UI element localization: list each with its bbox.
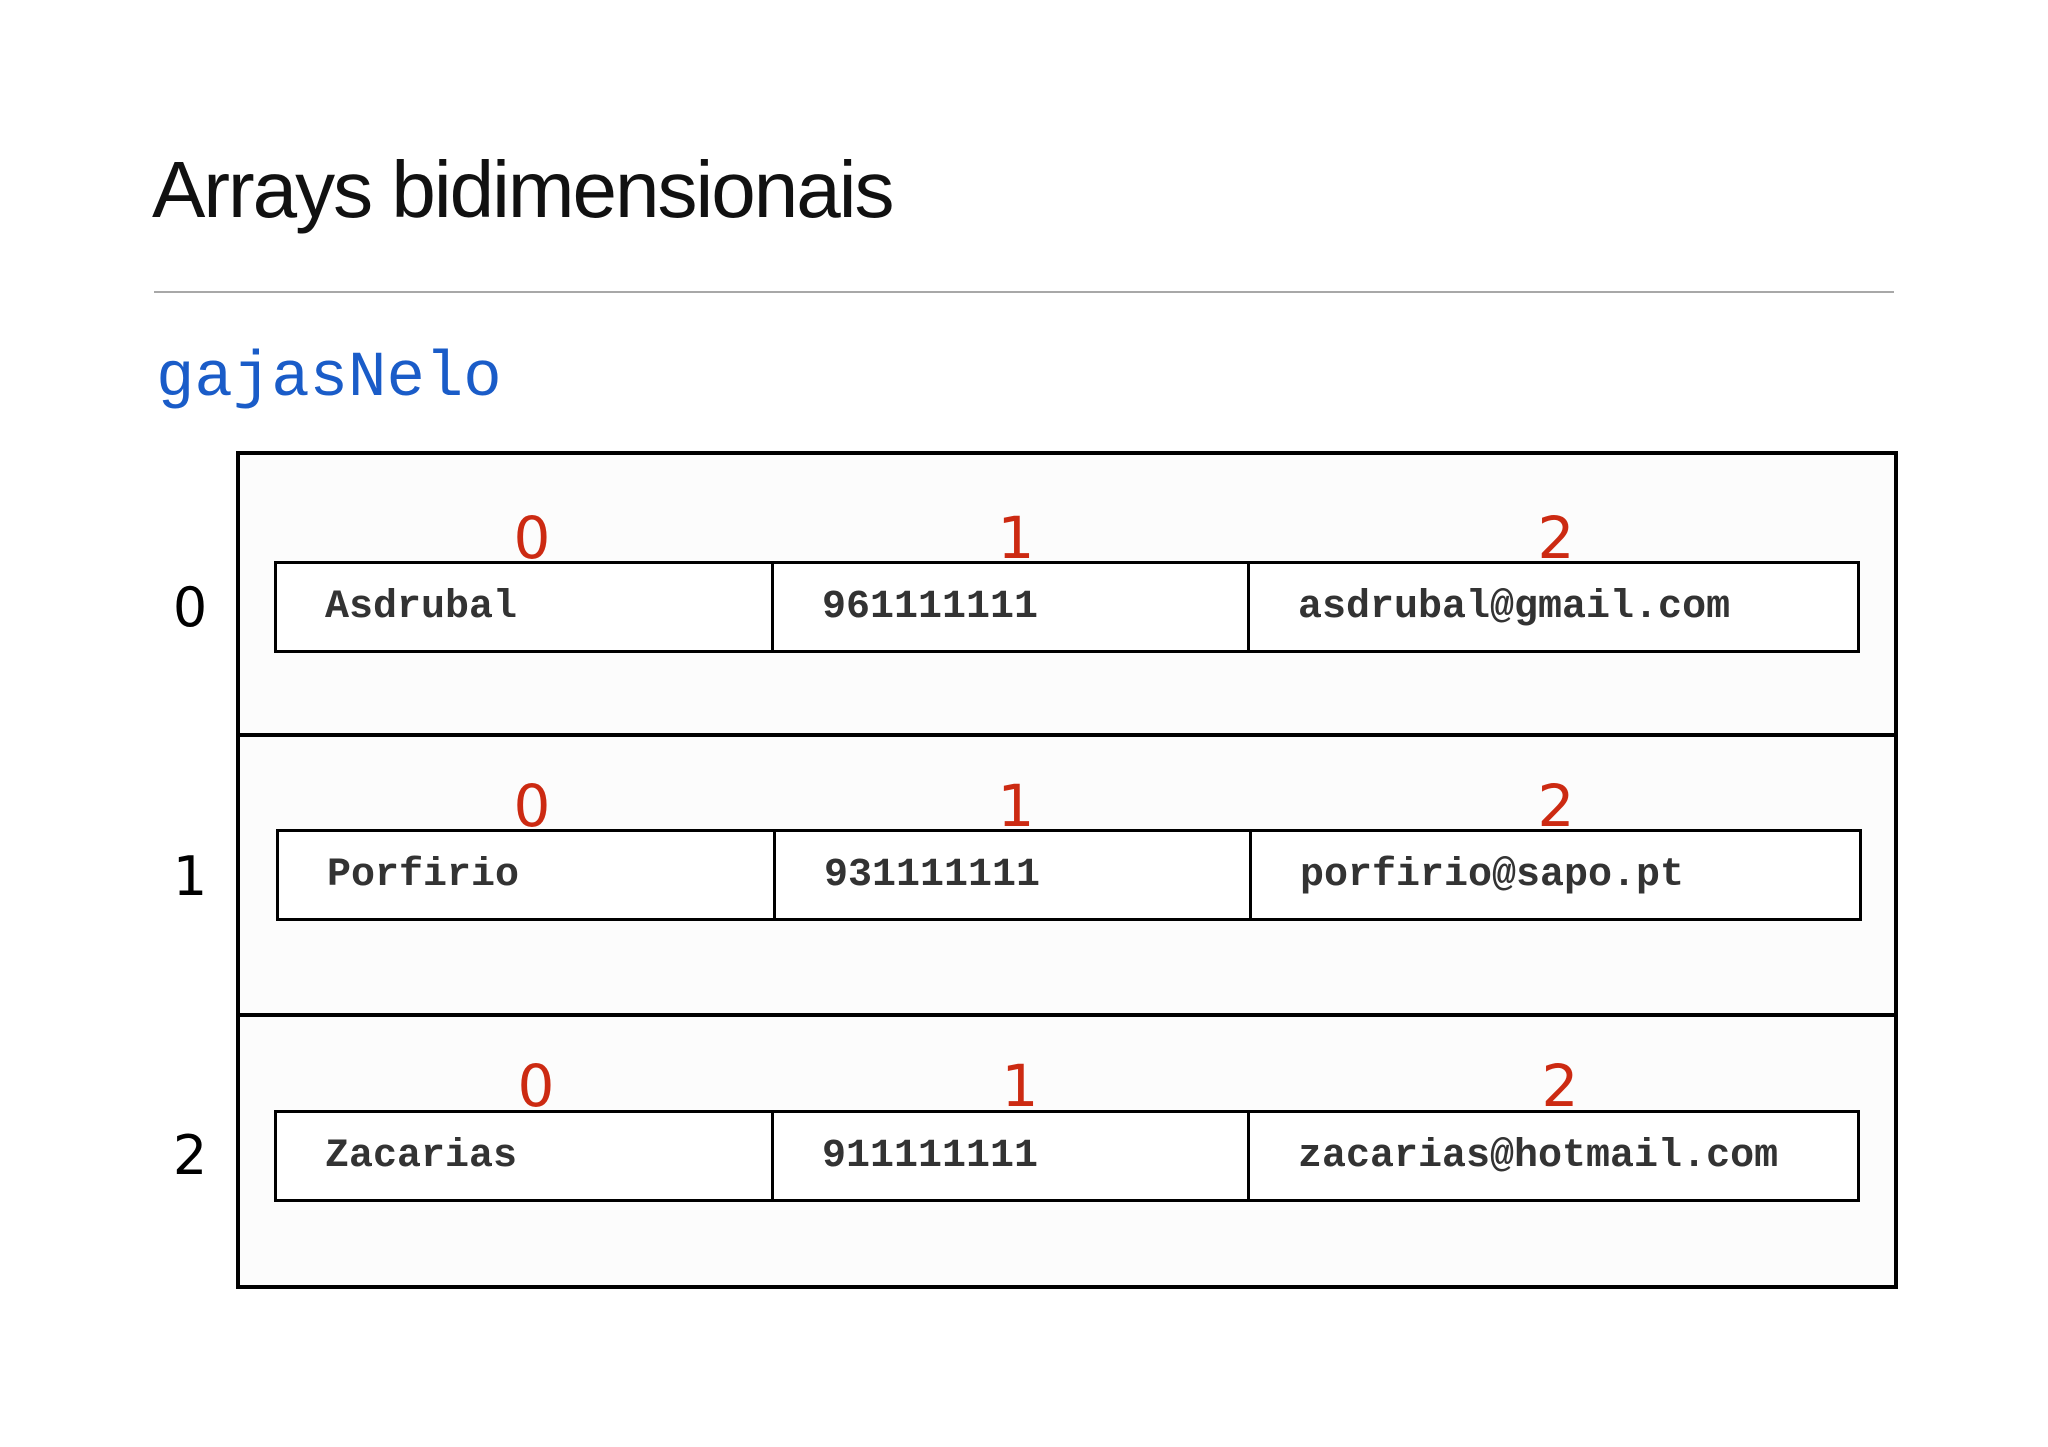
column-index: 0: [517, 1052, 555, 1120]
cell-email: asdrubal@gmail.com: [1247, 564, 1857, 650]
column-index: 0: [513, 772, 551, 840]
cell-name: Asdrubal: [325, 584, 518, 630]
row-index: 1: [172, 845, 208, 908]
column-index: 1: [1001, 1052, 1039, 1120]
inner-array: Zacarias 911111111 zacarias@hotmail.com: [274, 1110, 1860, 1202]
array-row-2: 2 0 1 2 Zacarias 911111111 zacarias@hotm…: [173, 1013, 1894, 1285]
column-index: 1: [997, 504, 1035, 572]
column-index: 0: [513, 504, 551, 572]
cell-phone: 961111111: [771, 564, 1247, 650]
column-index: 1: [997, 772, 1035, 840]
variable-name: gajasNelo: [156, 343, 502, 415]
array-row-0: 0 0 1 2 Asdrubal 961111111 asdrubal@gmai…: [173, 455, 1894, 733]
row-index: 2: [172, 1124, 208, 1187]
column-index: 2: [1537, 504, 1575, 572]
cell-email: porfirio@sapo.pt: [1249, 832, 1859, 918]
outer-array: 0 0 1 2 Asdrubal 961111111 asdrubal@gmai…: [173, 451, 1898, 1289]
cell-email: zacarias@hotmail.com: [1247, 1113, 1857, 1199]
array-row-1: 1 0 1 2 Porfirio 931111111 porfirio@sapo…: [173, 733, 1894, 1013]
cell-name: Zacarias: [325, 1133, 518, 1179]
cell-phone: 911111111: [771, 1113, 1247, 1199]
row-index: 0: [172, 576, 208, 639]
inner-array: Porfirio 931111111 porfirio@sapo.pt: [276, 829, 1862, 921]
column-index: 2: [1541, 1052, 1579, 1120]
cell-phone: 931111111: [773, 832, 1249, 918]
slide-title: Arrays bidimensionais: [152, 145, 895, 234]
column-index: 2: [1537, 772, 1575, 840]
inner-array: Asdrubal 961111111 asdrubal@gmail.com: [274, 561, 1860, 653]
title-divider: [154, 291, 1894, 293]
cell-name: Porfirio: [327, 852, 520, 898]
